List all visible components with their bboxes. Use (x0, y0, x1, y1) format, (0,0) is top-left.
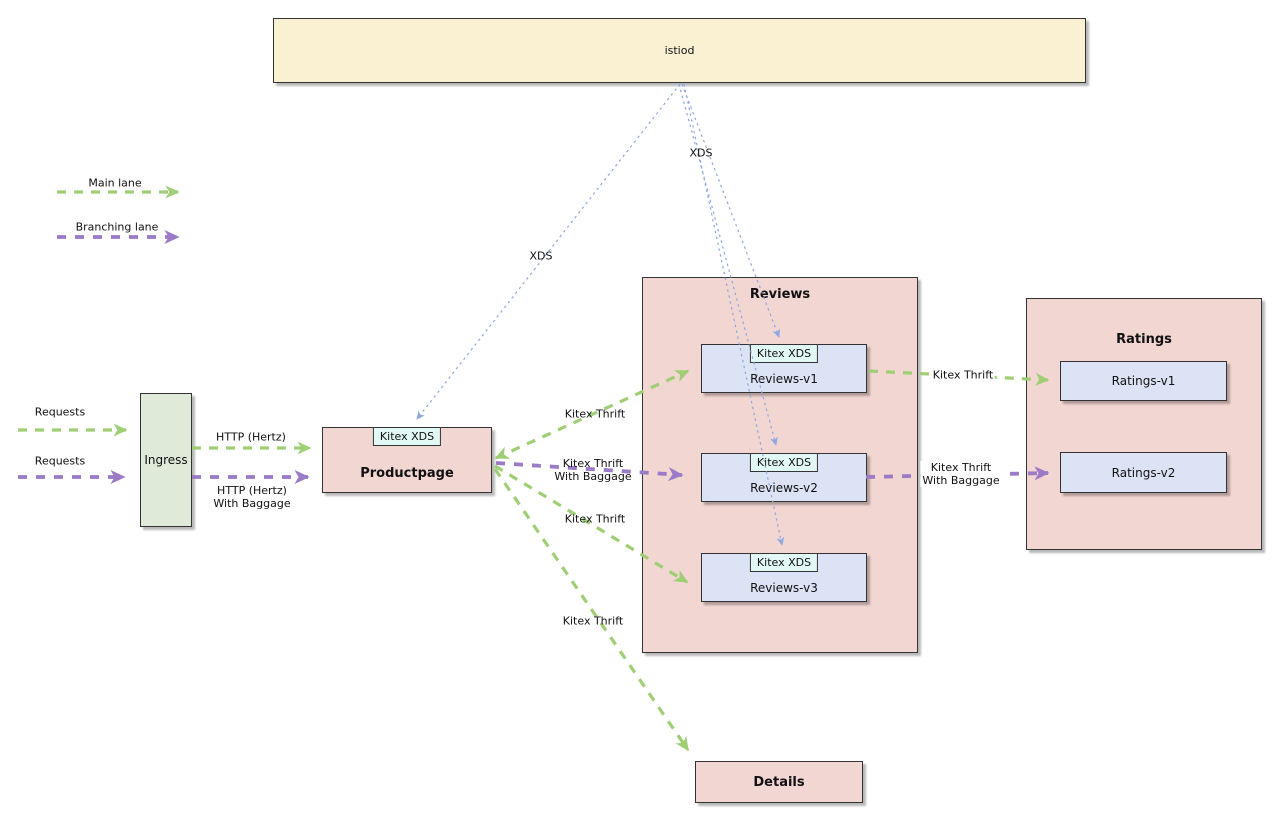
reviews-v3-label: Reviews-v3 (750, 581, 818, 595)
edge-label-http-hertz: HTTP (Hertz) (216, 430, 286, 444)
reviews-v2-kitex-xds-badge: Kitex XDS (749, 453, 819, 472)
productpage-kitex-xds-badge: Kitex XDS (372, 427, 442, 446)
ratings-v1-node: Ratings-v1 (1060, 361, 1227, 401)
reviews-v1-label: Reviews-v1 (750, 372, 818, 386)
details-node: Details (695, 761, 863, 803)
reviews-v1-node: Kitex XDS Reviews-v1 (701, 344, 867, 393)
edge-label-kitex-thrift-with-baggage-ratings-v2: Kitex Thrift With Baggage (920, 461, 1002, 487)
ratings-v2-label: Ratings-v2 (1111, 465, 1176, 480)
istiod-label: istiod (664, 44, 695, 57)
ratings-v1-label: Ratings-v1 (1111, 374, 1176, 388)
ratings-group: Ratings (1026, 298, 1262, 550)
legend-branching-lane-label: Branching lane (75, 220, 159, 234)
legend-main-lane-label: Main lane (88, 176, 142, 190)
ingress-label: Ingress (144, 453, 188, 467)
edge-label-kitex-thrift-ratings-v1: Kitex Thrift (930, 368, 996, 382)
details-label: Details (753, 774, 805, 790)
ratings-group-title: Ratings (1116, 332, 1172, 347)
kitex-xds-label: Kitex XDS (756, 456, 812, 469)
kitex-xds-label: Kitex XDS (756, 556, 812, 569)
ingress-node: Ingress (140, 393, 192, 527)
edge-label-xds-productpage: XDS (529, 249, 553, 263)
reviews-v2-label: Reviews-v2 (750, 481, 818, 495)
edge-label-requests-branching: Requests (34, 454, 86, 468)
productpage-label: Productpage (360, 466, 454, 481)
edge-label-http-hertz-with-baggage: HTTP (Hertz) With Baggage (213, 484, 291, 510)
ratings-v2-node: Ratings-v2 (1060, 452, 1227, 493)
istiod-node: istiod (273, 18, 1086, 83)
edge-label-requests-main: Requests (34, 405, 86, 419)
edge-label-kitex-thrift-with-baggage-v2: Kitex Thrift With Baggage (554, 457, 632, 483)
reviews-v2-node: Kitex XDS Reviews-v2 (701, 453, 867, 502)
productpage-node: Kitex XDS Productpage (322, 427, 492, 493)
reviews-v3-kitex-xds-badge: Kitex XDS (749, 553, 819, 572)
reviews-v3-node: Kitex XDS Reviews-v3 (701, 553, 867, 602)
edge-label-kitex-thrift-details: Kitex Thrift (562, 614, 624, 628)
edge-label-xds-reviews: XDS (689, 146, 713, 160)
edge-label-kitex-thrift-v1: Kitex Thrift (564, 407, 626, 421)
kitex-xds-label: Kitex XDS (379, 430, 435, 443)
edge-label-kitex-thrift-v3: Kitex Thrift (564, 512, 626, 526)
reviews-v1-kitex-xds-badge: Kitex XDS (749, 344, 819, 363)
kitex-xds-label: Kitex XDS (756, 347, 812, 360)
reviews-group-title: Reviews (749, 287, 811, 302)
